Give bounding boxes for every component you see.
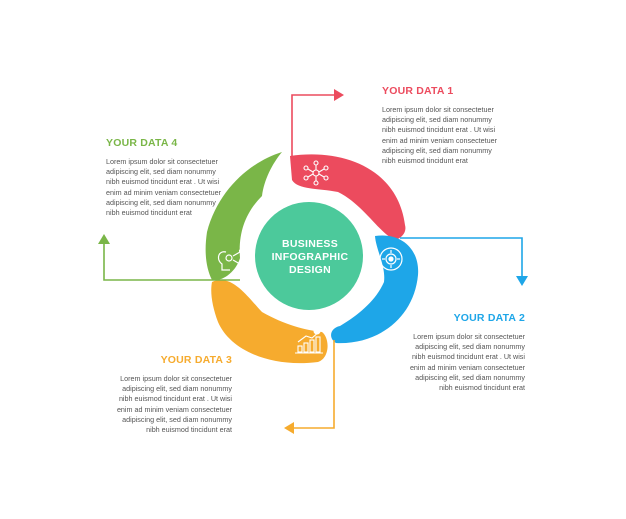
pointer-arrow-4: [98, 234, 110, 244]
data-title-3: YOUR DATA 3: [160, 354, 232, 366]
pointer-arrow-2: [516, 276, 528, 286]
pointer-arrow-3: [284, 422, 294, 434]
segment-3-shape: [211, 279, 328, 364]
data-block-2: YOUR DATA 2 Lorem ipsum dolor sit consec…: [402, 312, 525, 393]
data-title-1: YOUR DATA 1: [382, 85, 454, 97]
center-circle: [255, 202, 363, 310]
center-line-3: DESIGN: [288, 264, 332, 276]
data-text-1: Lorem ipsum dolor sit consectetuer adipi…: [382, 105, 498, 166]
segment-1-shape: [290, 154, 406, 240]
data-text-3: Lorem ipsum dolor sit consectetuer adipi…: [116, 374, 232, 435]
pointer-line-1: [291, 94, 336, 168]
segment-4-shape: [205, 152, 282, 281]
pointer-line-3: [292, 340, 335, 429]
data-title-2: YOUR DATA 2: [453, 312, 525, 324]
network-icon: [303, 160, 329, 186]
data-block-1: YOUR DATA 1 Lorem ipsum dolor sit consec…: [382, 85, 502, 166]
data-title-4: YOUR DATA 4: [106, 137, 178, 149]
growth-chart-icon: [295, 327, 323, 354]
center-line-1: BUSINESS: [281, 238, 339, 250]
segment-2-shape: [331, 235, 419, 344]
data-text-4: Lorem ipsum dolor sit consectetuer adipi…: [106, 157, 222, 218]
data-text-2: Lorem ipsum dolor sit consectetuer adipi…: [409, 332, 525, 393]
head-gears-icon: [217, 248, 244, 271]
center-label: BUSINESS INFOGRAPHIC DESIGN: [255, 238, 365, 277]
pointer-line-2: [400, 237, 523, 278]
data-block-4: YOUR DATA 4 Lorem ipsum dolor sit consec…: [106, 137, 226, 218]
data-block-3: YOUR DATA 3 Lorem ipsum dolor sit consec…: [112, 354, 232, 435]
pointer-arrow-1: [334, 89, 344, 101]
center-line-2: INFOGRAPHIC: [271, 251, 349, 263]
gear-cycle-icon: [379, 247, 403, 271]
pointer-line-4: [103, 242, 240, 281]
